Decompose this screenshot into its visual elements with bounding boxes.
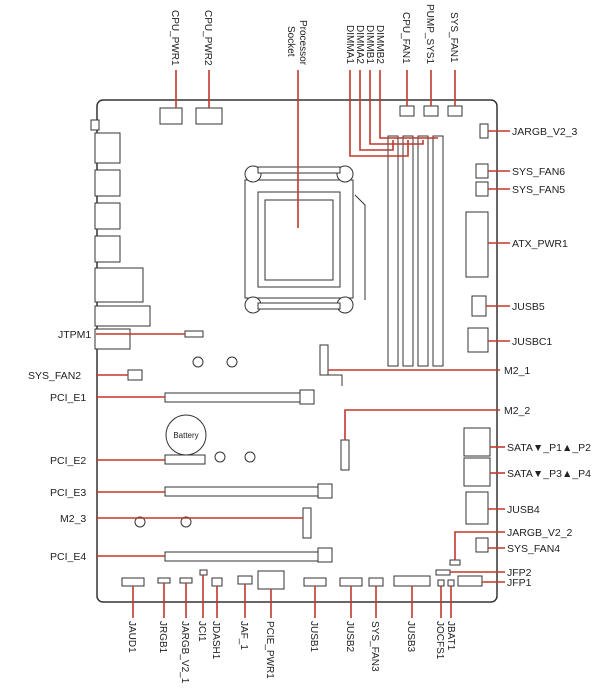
jusb1-header bbox=[303, 577, 327, 587]
sata-p3-p4-connector bbox=[463, 457, 491, 487]
label-jfp2: JFP2 bbox=[507, 567, 532, 579]
mounting-holes bbox=[134, 356, 256, 528]
label-jusb1: JUSB1 bbox=[308, 621, 319, 653]
label-sys-fan3: SYS_FAN3 bbox=[369, 621, 380, 672]
label-socket: Socket bbox=[285, 26, 296, 57]
label-jci1: JCI1 bbox=[196, 621, 207, 642]
jfp2-header bbox=[435, 569, 451, 576]
label-sys-fan6: SYS_FAN6 bbox=[512, 166, 565, 178]
m2-3-slot bbox=[302, 507, 312, 539]
sata-p1-p2-connector bbox=[463, 427, 491, 457]
jusb5-header bbox=[471, 295, 487, 317]
jdash1-header bbox=[211, 577, 223, 587]
jci1-header bbox=[199, 569, 208, 576]
jaud1-header bbox=[121, 577, 145, 587]
label-pcie-pwr1: PCIE_PWR1 bbox=[264, 621, 275, 679]
jaf-1-header bbox=[237, 575, 253, 585]
cpu-pwr1-connector bbox=[159, 107, 183, 125]
label-dimmb2: DIMMB2 bbox=[374, 25, 385, 64]
sys-fan2-header bbox=[127, 369, 143, 381]
jrgb1-header bbox=[157, 577, 171, 584]
label-jrgb1: JRGB1 bbox=[157, 621, 168, 654]
label-jusb3: JUSB3 bbox=[405, 621, 416, 653]
label-jargb-v2-3: JARGB_V2_3 bbox=[512, 126, 578, 138]
sys-fan4-header bbox=[475, 537, 489, 553]
m2-1-slot bbox=[319, 344, 343, 386]
jargb-v2-2-header bbox=[449, 559, 461, 566]
label-cpu-pwr2: CPU_PWR2 bbox=[202, 10, 213, 66]
label-pci-e2: PCI_E2 bbox=[50, 455, 86, 467]
dimm-slots bbox=[387, 135, 444, 367]
label-sys-fan2: SYS_FAN2 bbox=[28, 370, 81, 382]
label-jaf-1: JAF_1 bbox=[238, 621, 249, 650]
pci-e1-slot bbox=[164, 389, 315, 405]
cpu-fan1-header bbox=[399, 105, 415, 117]
label-jargb-v2-2: JARGB_V2_2 bbox=[507, 527, 573, 539]
label-jusb2: JUSB2 bbox=[344, 621, 355, 653]
label-sys-fan5: SYS_FAN5 bbox=[512, 184, 565, 196]
label-pci-e4: PCI_E4 bbox=[50, 551, 86, 563]
cpu-pwr2-connector bbox=[195, 107, 223, 125]
jfp1-header bbox=[457, 575, 483, 587]
pci-e2-slot bbox=[164, 454, 206, 465]
jbat1-header bbox=[447, 579, 455, 587]
label-sys-fan4: SYS_FAN4 bbox=[507, 543, 560, 555]
jtpm1-header bbox=[184, 330, 204, 338]
jusb4-header bbox=[465, 491, 489, 525]
label-dimmb1: DIMMB1 bbox=[364, 25, 375, 64]
jusbc1-connector bbox=[467, 327, 489, 353]
label-sata-p3-p4: SATA▼_P3▲_P4 bbox=[507, 468, 591, 480]
sys-fan5-header bbox=[475, 181, 489, 197]
pump-sys1-header bbox=[423, 105, 439, 117]
label-cpu-fan1: CPU_FAN1 bbox=[400, 12, 411, 64]
label-sys-fan1: SYS_FAN1 bbox=[448, 12, 459, 63]
jargb-v2-1-header bbox=[179, 577, 193, 584]
label-pci-e3: PCI_E3 bbox=[50, 487, 86, 499]
jusb3-header bbox=[393, 575, 431, 587]
label-m2-3: M2_3 bbox=[60, 513, 86, 525]
pcie-pwr1-connector bbox=[257, 570, 285, 590]
sys-fan6-header bbox=[475, 163, 489, 179]
label-jbat1: JBAT1 bbox=[445, 621, 456, 651]
label-jocfs1: JOCFS1 bbox=[434, 621, 445, 660]
label-jusb4: JUSB4 bbox=[507, 504, 540, 516]
label-pci-e1: PCI_E1 bbox=[50, 392, 86, 404]
label-jfp1: JFP1 bbox=[507, 577, 532, 589]
label-jaud1: JAUD1 bbox=[126, 621, 137, 653]
leader-lines bbox=[96, 70, 510, 618]
label-jtpm1: JTPM1 bbox=[58, 329, 91, 341]
label-battery: Battery bbox=[173, 431, 198, 440]
label-atx-pwr1: ATX_PWR1 bbox=[512, 238, 568, 250]
atx-pwr1-connector bbox=[465, 211, 489, 278]
label-dimma1: DIMMA1 bbox=[344, 25, 355, 64]
label-jdash1: JDASH1 bbox=[210, 621, 221, 660]
sys-fan1-header bbox=[447, 105, 463, 117]
label-jusb5: JUSB5 bbox=[512, 301, 545, 313]
label-pump-sys1: PUMP_SYS1 bbox=[424, 4, 435, 64]
label-m2-2: M2_2 bbox=[504, 405, 530, 417]
label-dimma2: DIMMA2 bbox=[354, 25, 365, 64]
pci-e3-slot bbox=[164, 483, 333, 499]
label-cpu-pwr1: CPU_PWR1 bbox=[169, 10, 180, 66]
jocfs1-header bbox=[437, 579, 445, 587]
jargb-v2-3-header bbox=[479, 123, 489, 139]
label-sata-p1-p2: SATA▼_P1▲_P2 bbox=[507, 442, 591, 454]
label-m2-1: M2_1 bbox=[504, 365, 530, 377]
label-jargb-v2-1: JARGB_V2_1 bbox=[179, 621, 190, 684]
jusb2-header bbox=[339, 577, 363, 587]
m2-2-slot bbox=[340, 439, 350, 471]
processor-socket bbox=[244, 165, 366, 314]
label-processor: Processor bbox=[297, 20, 308, 66]
sys-fan3-header bbox=[368, 577, 384, 587]
label-jusbc1: JUSBC1 bbox=[512, 336, 552, 348]
